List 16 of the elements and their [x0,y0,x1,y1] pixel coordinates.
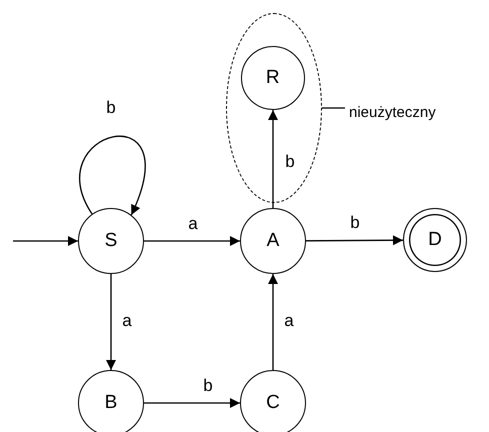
arrow [144,398,240,408]
arrow [106,274,116,370]
state-circle: B [78,370,144,432]
dashed-ellipse [226,13,322,203]
arrow [306,235,403,246]
accepting-state-circle: D [403,208,467,272]
leader-line [322,107,345,109]
arrow [268,274,278,370]
arrow [13,236,78,246]
arrow [144,236,240,246]
state-circle: A [240,208,306,274]
state-circle: S [78,208,144,274]
state-circle: R [240,46,305,110]
arrow [79,136,146,216]
state-circle: C [240,370,306,432]
annotation-text: nieużyteczny [349,101,439,123]
